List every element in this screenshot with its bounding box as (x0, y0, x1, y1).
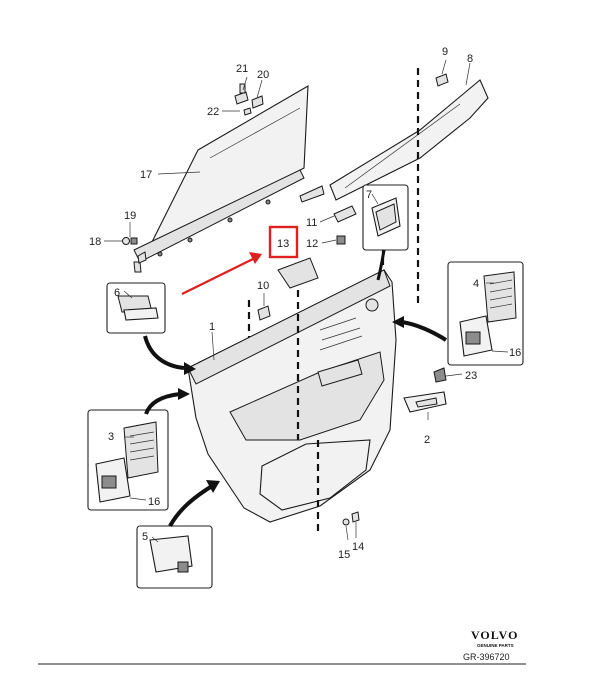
callout-15: 15 (338, 549, 350, 561)
screw-18-19 (122, 237, 138, 245)
callout-11: 11 (306, 217, 317, 229)
part-12-clip (336, 235, 346, 245)
callout-21: 21 (236, 63, 248, 75)
connector-arrows (143, 249, 448, 528)
sunshade-assembly (133, 85, 309, 273)
callout-9: 9 (442, 46, 448, 58)
detail-box-6 (106, 282, 166, 334)
part-23-clip (433, 367, 447, 383)
callout-14: 14 (352, 541, 364, 553)
callout-5: 5 (142, 531, 148, 543)
callout-22: 22 (207, 106, 219, 118)
callout-6: 6 (114, 287, 120, 299)
callout-7: 7 (366, 189, 372, 201)
part-14-15 (342, 511, 360, 526)
callout-20: 20 (257, 69, 269, 81)
detail-box-7 (362, 184, 409, 251)
part-11-bezel (333, 205, 357, 223)
callout-17: 17 (140, 169, 152, 181)
callout-3: 3 (108, 431, 114, 443)
door-panel (187, 269, 397, 523)
leader-lines (104, 59, 509, 543)
highlight-box (268, 225, 299, 259)
highlight-arrow-head (249, 252, 262, 264)
pillar-trim (299, 73, 489, 203)
callout-19: 19 (124, 210, 136, 222)
callout-16-left: 16 (148, 496, 160, 508)
callout-16-right: 16 (509, 347, 521, 359)
part-10-screw (257, 305, 271, 321)
clip-parts-top (234, 83, 264, 116)
callout-12: 12 (306, 238, 318, 250)
callout-1: 1 (209, 321, 215, 333)
callout-23: 23 (465, 370, 477, 382)
callout-10: 10 (257, 280, 269, 292)
detail-box-3-16 (87, 409, 169, 511)
callout-13: 13 (277, 238, 289, 250)
part-13-cover (277, 257, 319, 289)
volvo-logo: VOLVO GENUINE PARTS (471, 628, 518, 648)
callout-8: 8 (467, 53, 473, 65)
callout-18: 18 (89, 236, 101, 248)
detail-box-5 (136, 525, 213, 589)
part-2-handle (403, 391, 447, 413)
logo-brand: VOLVO (471, 628, 518, 642)
logo-subtitle: GENUINE PARTS (477, 643, 514, 648)
highlight-arrow-shaft (181, 257, 256, 295)
highlight-annotation (181, 225, 299, 295)
callout-2: 2 (424, 434, 430, 446)
detail-box-4-16 (447, 261, 524, 366)
callout-numbers: 1 2 3 4 5 6 7 8 9 10 11 12 13 14 15 16 1… (89, 46, 521, 561)
callout-4: 4 (473, 278, 479, 290)
reference-number: GR-396720 (463, 652, 510, 662)
